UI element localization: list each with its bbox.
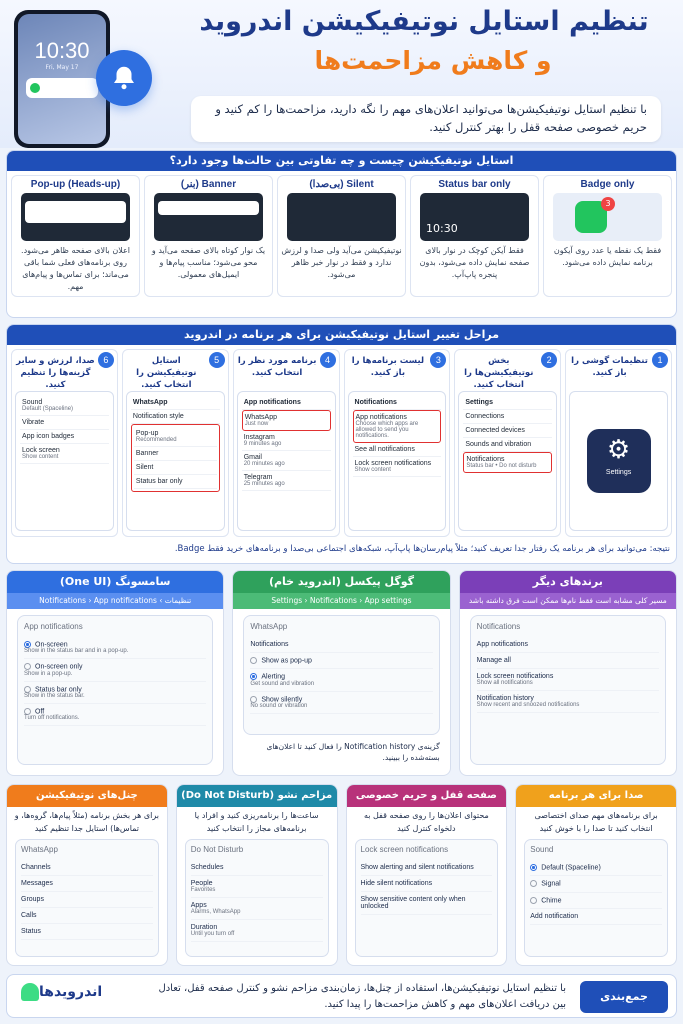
- phone-illustration: 10:30 Fri, May 17: [14, 10, 110, 148]
- menu-sounds[interactable]: Sounds and vibration: [463, 438, 553, 452]
- channel-groups[interactable]: Groups: [21, 892, 153, 908]
- page-subtitle: و کاهش مزاحمت‌ها: [314, 46, 552, 75]
- type-card-popup: Pop-up (Heads-up) اعلان بالای صفحه ظاهر …: [11, 175, 140, 297]
- steps-section-header: مراحل تغییر استایل نوتیفیکیشن برای هر بر…: [7, 325, 676, 345]
- lock-sensitive[interactable]: Show sensitive content only when unlocke…: [360, 892, 493, 915]
- other-manage-all[interactable]: Manage all: [476, 653, 659, 669]
- channel-calls[interactable]: Calls: [21, 908, 153, 924]
- phone-time: 10:30: [34, 38, 90, 63]
- menu-connections[interactable]: Connections: [463, 410, 553, 424]
- step-5: 5 استایل نوتیفیکیشن را انتخاب کنید. What…: [121, 349, 229, 537]
- sound-add[interactable]: Add notification: [530, 909, 662, 926]
- type-card-silent: Silent (بی‌صدا) نوتیفیکیشن می‌آید ولی صد…: [277, 175, 406, 297]
- pixel-note: گزینه‌ی Notification history را فعال کنی…: [266, 742, 440, 762]
- brand-pixel: گوگل پیکسل (اندروید خام) Settings › Noti…: [232, 570, 451, 776]
- toggle-app-icon-badges[interactable]: App icon badges: [20, 430, 109, 444]
- pixel-option-popup[interactable]: Show as pop-up: [250, 653, 433, 670]
- tools-row: صدا برای هر برنامه برای برنامه‌های مهم ص…: [6, 784, 677, 966]
- tool-channels: چنل‌های نوتیفیکیشن برای هر بخش برنامه (م…: [6, 784, 168, 966]
- gear-icon: ⚙: [606, 434, 631, 464]
- step-1: 1 تنظیمات گوشی را باز کنید. ⚙ Settings: [565, 349, 672, 537]
- summary-text: با تنظیم استایل نوتیفیکیشن‌ها، استفاده ا…: [158, 983, 566, 1010]
- app-icon: [30, 83, 40, 93]
- lock-show-all[interactable]: Show alerting and silent notifications: [360, 860, 493, 876]
- step-3: 3 لیست برنامه‌ها را باز کنید. Notificati…: [343, 349, 451, 537]
- brands-row: برندهای دیگر مسیر کلی مشابه است فقط نام‌…: [6, 570, 677, 776]
- android-icon: [21, 983, 39, 1001]
- channel-status[interactable]: Status: [21, 924, 153, 940]
- page-title: تنظیم استایل نوتیفیکیشن اندروید: [199, 6, 649, 37]
- menu-see-all[interactable]: See all notifications: [352, 443, 442, 457]
- summary-label: جمع‌بندی: [580, 981, 668, 1013]
- option-banner[interactable]: Banner: [133, 447, 217, 461]
- intro-text: با تنظیم استایل نوتیفیکیشن‌ها می‌توانید …: [191, 96, 661, 142]
- phone-date: Fri, May 17: [45, 64, 79, 71]
- status-time: 10:30: [426, 222, 458, 235]
- type-card-status-bar: Status bar only 10:30 فقط آیکن کوچک در ن…: [410, 175, 539, 297]
- sound-signal[interactable]: Signal: [530, 876, 662, 893]
- type-card-banner: Banner (بنر) یک نوار کوتاه بالای صفحه می…: [144, 175, 273, 297]
- phone-notification-card: [26, 78, 98, 98]
- types-section-header: استایل نوتیفیکیشن چیست و چه تفاوتی بین ح…: [7, 151, 676, 171]
- result-note: نتیجه: می‌توانید برای هر برنامه یک رفتار…: [174, 544, 670, 554]
- brand-samsung: سامسونگ (One UI) تنظیمات › Notifications…: [6, 570, 225, 776]
- types-section: استایل نوتیفیکیشن چیست و چه تفاوتی بین ح…: [6, 150, 677, 318]
- sound-default[interactable]: Default (Spaceline): [530, 860, 662, 877]
- tool-sound: صدا برای هر برنامه برای برنامه‌های مهم ص…: [515, 784, 677, 966]
- sound-chime[interactable]: Chime: [530, 893, 662, 910]
- brand-other: برندهای دیگر مسیر کلی مشابه است فقط نام‌…: [458, 570, 677, 776]
- dnd-schedules[interactable]: Schedules: [190, 860, 323, 876]
- summary-footer: جمع‌بندی با تنظیم استایل نوتیفیکیشن‌ها، …: [6, 974, 677, 1018]
- tool-dnd: مزاحم نشو (Do Not Disturb) ساعت‌ها را بر…: [175, 784, 338, 966]
- other-app-notifications[interactable]: App notifications: [476, 637, 659, 653]
- step-2: 2 بخش نوتیفیکیشن‌ها را انتخاب کنید. Sett…: [454, 349, 562, 537]
- badge-count: 3: [601, 197, 615, 211]
- site-logo: اندرویدها: [17, 983, 102, 1001]
- option-status-bar-only[interactable]: Status bar only: [133, 475, 217, 489]
- menu-connected-devices[interactable]: Connected devices: [463, 424, 553, 438]
- steps-section: مراحل تغییر استایل نوتیفیکیشن برای هر بر…: [6, 324, 677, 564]
- type-card-badge: Badge only 3 فقط یک نقطه یا عدد روی آیکو…: [543, 175, 672, 297]
- hero-banner: 10:30 Fri, May 17 تنظیم استایل نوتیفیکیش…: [0, 0, 683, 148]
- channel-messages[interactable]: Messages: [21, 876, 153, 892]
- step-6: 6 صدا، لرزش و سایر گزینه‌ها را تنظیم کنی…: [11, 349, 118, 537]
- toggle-vibrate[interactable]: Vibrate: [20, 416, 109, 430]
- settings-app-icon[interactable]: ⚙ Settings: [586, 429, 651, 493]
- option-silent[interactable]: Silent: [133, 461, 217, 475]
- step-4: 4 برنامه مورد نظر را انتخاب کنید. App no…: [232, 349, 340, 537]
- tool-lock-screen: صفحه قفل و حریم خصوصی محتوای اعلان‌ها را…: [345, 784, 508, 966]
- lock-hide-silent[interactable]: Hide silent notifications: [360, 876, 493, 892]
- bell-icon: [96, 50, 152, 106]
